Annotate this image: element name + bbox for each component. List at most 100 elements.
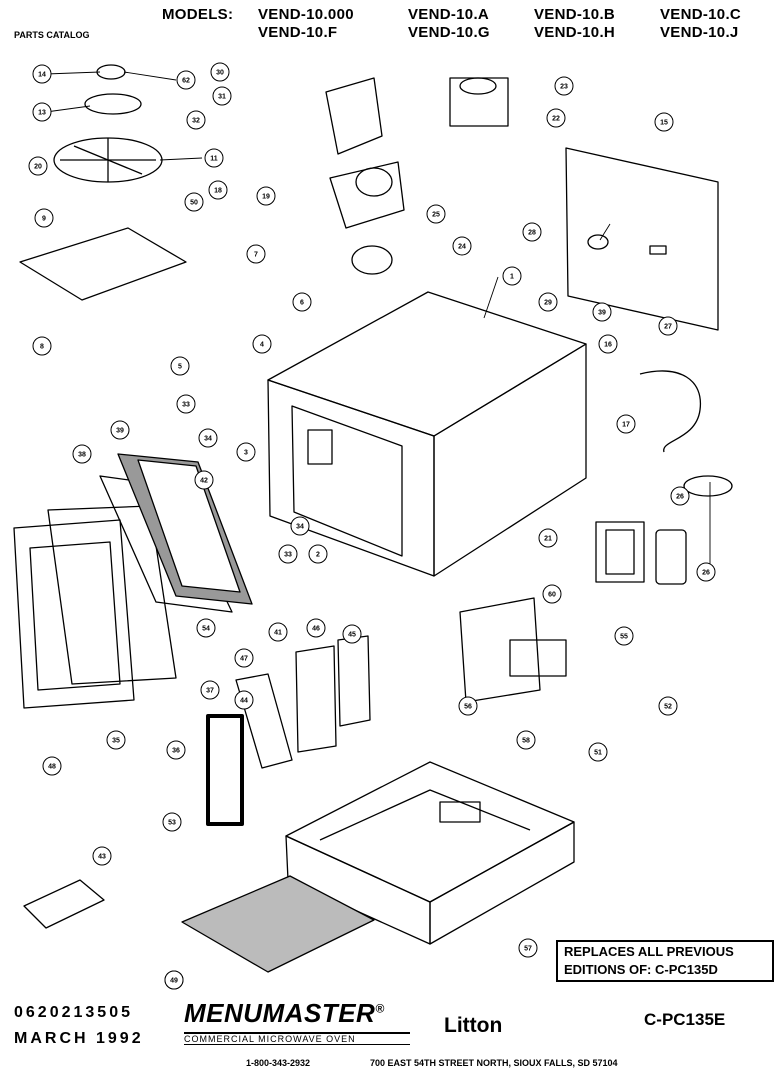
model-vend-10-c: VEND-10.C — [660, 6, 742, 23]
callout-number: 8 — [40, 344, 44, 351]
callout-circle — [166, 740, 186, 760]
cavity-floor-plate — [19, 227, 187, 301]
callout-circle — [292, 292, 312, 312]
registered-mark: ® — [375, 1001, 385, 1016]
callout-circle — [34, 208, 54, 228]
callout-number: 29 — [544, 300, 552, 307]
callout-circle — [546, 108, 566, 128]
callout-number: 53 — [168, 820, 176, 827]
nameplate-badge — [23, 879, 105, 929]
replaces-notice-box: REPLACES ALL PREVIOUS EDITIONS OF: C-PC1… — [556, 940, 774, 982]
callout-number: 19 — [262, 194, 270, 201]
callout-number: 15 — [660, 120, 668, 127]
callout-circle — [342, 624, 362, 644]
callout-number: 22 — [552, 116, 560, 123]
callout-circle — [542, 584, 562, 604]
callout-number: 36 — [172, 748, 180, 755]
callout-number: 33 — [284, 552, 292, 559]
callout-circle — [458, 696, 478, 716]
replaces-line-2: EDITIONS OF: C-PC135D — [564, 962, 718, 977]
callout-number: 42 — [200, 478, 208, 485]
callout-number: 3 — [244, 450, 248, 457]
callout-circle — [290, 516, 310, 536]
callout-circle — [518, 938, 538, 958]
callout-circle — [452, 236, 472, 256]
callout-circle — [670, 486, 690, 506]
callout-circle — [256, 186, 276, 206]
control-board — [459, 597, 541, 703]
callout-number: 56 — [464, 704, 472, 711]
phone-number: 1-800-343-2932 — [246, 1058, 311, 1068]
callout-number: 35 — [112, 738, 120, 745]
company-address: 700 EAST 54TH STREET NORTH, SIOUX FALLS,… — [370, 1058, 618, 1068]
callout-number: 33 — [182, 402, 190, 409]
callout-number: 62 — [182, 78, 190, 85]
models-label: MODELS: — [162, 6, 234, 23]
callout-number: 24 — [458, 244, 466, 251]
callout-circle — [598, 334, 618, 354]
callout-circle — [164, 970, 184, 990]
callout-number: 16 — [604, 342, 612, 349]
publish-date: MARCH 1992 — [14, 1030, 144, 1047]
callout-number: 55 — [620, 634, 628, 641]
callout-number: 48 — [48, 764, 56, 771]
callout-number: 34 — [296, 524, 304, 531]
base-chassis — [285, 761, 575, 945]
callout-circle — [204, 148, 224, 168]
catalog-code: 0620213505 — [14, 1004, 133, 1021]
callout-circle — [306, 618, 326, 638]
callout-number: 7 — [254, 252, 258, 259]
callout-number: 4 — [260, 342, 264, 349]
callout-number: 2 — [316, 552, 320, 559]
callout-number: 50 — [190, 200, 198, 207]
callout-number: 23 — [560, 84, 568, 91]
callout-circle — [246, 244, 266, 264]
callout-number: 45 — [348, 632, 356, 639]
cabinet-shell — [267, 291, 587, 577]
callout-circle — [502, 266, 522, 286]
magnetron — [449, 77, 509, 127]
callout-circle — [658, 696, 678, 716]
callout-circle — [654, 112, 674, 132]
callout-circle — [200, 680, 220, 700]
callout-circle — [426, 204, 446, 224]
leader-lines — [45, 71, 711, 570]
callout-number: 25 — [432, 212, 440, 219]
callout-number: 51 — [594, 750, 602, 757]
callout-number: 17 — [622, 422, 630, 429]
document-id: C-PC135E — [644, 1010, 726, 1029]
callout-number: 18 — [214, 188, 222, 195]
callout-circle — [32, 102, 52, 122]
door-assembly — [13, 453, 253, 709]
callout-circle — [588, 742, 608, 762]
callout-number: 27 — [664, 324, 672, 331]
callout-circle — [210, 62, 230, 82]
callout-circle — [176, 394, 196, 414]
callout-number: 20 — [34, 164, 42, 171]
callout-circle — [176, 70, 196, 90]
model-vend-10-000: VEND-10.000 — [258, 6, 354, 23]
callout-circle — [516, 730, 536, 750]
callout-circle — [554, 76, 574, 96]
callout-circle — [186, 110, 206, 130]
callout-circle — [92, 846, 112, 866]
callout-circle — [592, 302, 612, 322]
callout-circle — [110, 420, 130, 440]
model-vend-10-f: VEND-10.F — [258, 24, 338, 41]
callout-circle — [614, 626, 634, 646]
brand-subtitle: COMMERCIAL MICROWAVE OVEN — [184, 1032, 410, 1045]
callout-number: 32 — [192, 118, 200, 125]
callout-number: 31 — [218, 94, 226, 101]
callout-circle — [208, 180, 228, 200]
callout-circle — [538, 528, 558, 548]
callout-number: 14 — [38, 72, 46, 79]
callout-number: 5 — [178, 364, 182, 371]
callout-circle — [198, 428, 218, 448]
callout-circle — [194, 470, 214, 490]
callout-circle — [170, 356, 190, 376]
callout-number: 39 — [116, 428, 124, 435]
callout-circle — [32, 64, 52, 84]
callout-circle — [234, 648, 254, 668]
callout-number: 1 — [510, 274, 514, 281]
callout-circle — [268, 622, 288, 642]
